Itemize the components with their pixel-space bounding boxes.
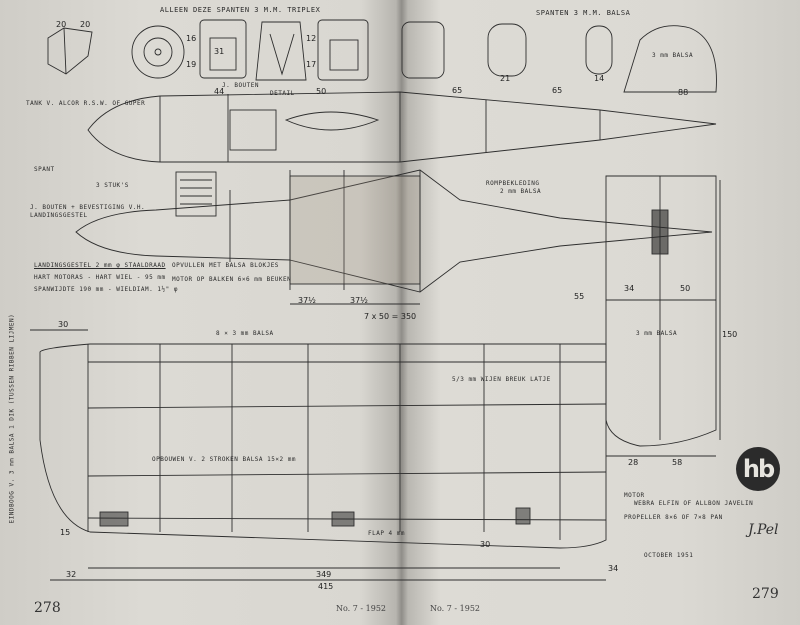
- dim-30: 30: [58, 320, 69, 329]
- dim-14: 14: [594, 74, 605, 83]
- dim-12: 12: [306, 34, 317, 43]
- dim-20b: 20: [80, 20, 91, 29]
- dim-17: 17: [306, 60, 317, 69]
- former-round: [131, 25, 185, 79]
- dim-88: 88: [678, 88, 689, 97]
- hb-logo: hb: [736, 447, 780, 491]
- label-flap: FLAP 4 mm: [368, 530, 406, 537]
- label-pieces: 3 STUK'S: [96, 182, 129, 189]
- footer-right: No. 7 - 1952: [430, 604, 480, 613]
- former-3: [317, 19, 369, 81]
- label-motor-name: WEBRA ELFIN OF ALLBON JAVELIN: [634, 500, 754, 507]
- label-spar: 8 × 3 mm BALSA: [216, 330, 274, 337]
- label-fuselage-cover-b: 2 mm BALSA: [500, 188, 542, 195]
- dim-37b: 37½: [350, 296, 368, 305]
- label-date: OCTOBER 1951: [644, 552, 694, 559]
- label-tank: TANK V. ALCOR R.S.W. OF GUPER: [26, 100, 146, 107]
- former-1: [199, 19, 247, 79]
- footer-left: No. 7 - 1952: [336, 604, 386, 613]
- label-propeller: PROPELLER 8×6 OF 7×8 PAN: [624, 514, 723, 521]
- dim-16: 16: [186, 34, 197, 43]
- dim-20a: 20: [56, 20, 67, 29]
- wing: [39, 343, 607, 549]
- label-detail: DETAIL: [270, 90, 295, 97]
- dim-150: 150: [722, 330, 738, 339]
- former-5: [487, 23, 527, 77]
- dim-32: 32: [66, 570, 77, 579]
- label-bolts: J. BOUTEN: [222, 82, 260, 89]
- dim-58: 58: [672, 458, 683, 467]
- former-6: [585, 25, 613, 75]
- dim-28: 28: [628, 458, 639, 467]
- fuselage-side: [87, 91, 717, 163]
- engine: [175, 171, 217, 217]
- title-plywood-formers: ALLEEN DEZE SPANTEN 3 M.M. TRIPLEX: [160, 6, 321, 14]
- dim-30b: 30: [480, 540, 491, 549]
- label-tail-balsa: 3 mm BALSA: [636, 330, 678, 337]
- dim-21: 21: [500, 74, 511, 83]
- label-hard-wire: HART MOTORAS - HART WIEL - 95 mm: [34, 274, 166, 281]
- label-motor: MOTOR: [624, 492, 645, 499]
- dim-19: 19: [186, 60, 197, 69]
- label-strip: OPBOUWEN V. 2 STROKEN BALSA 15×2 mm: [152, 456, 296, 463]
- label-fuselage-cover: ROMPBEKLEDING: [486, 180, 540, 187]
- label-fin-balsa: 3 mm BALSA: [652, 52, 694, 59]
- label-span-wheel: SPANWIJDTE 190 mm - WIELDIAM. 1½" φ: [34, 286, 178, 293]
- page-number-left: 278: [34, 600, 61, 616]
- dim-34b: 34: [608, 564, 619, 573]
- label-rib-note: 5/3 mm WIJEN BREUK LATJE: [452, 376, 551, 383]
- label-balsa-block: OPVULLEN MET BALSA BLOKJES: [172, 262, 279, 269]
- label-landing-gear: LANDINGSGESTEL 2 mm φ STAALDRAAD: [34, 262, 166, 269]
- dim-31: 31: [214, 47, 225, 56]
- dim-37a: 37½: [298, 296, 316, 305]
- dim-50b: 50: [680, 284, 691, 293]
- tailplane: [605, 175, 717, 447]
- dim-55: 55: [574, 292, 585, 301]
- dim-349: 349: [316, 570, 332, 579]
- title-balsa-formers: SPANTEN 3 M.M. BALSA: [536, 9, 631, 17]
- tank-sketch: [47, 27, 93, 75]
- label-landing-gear-fix: LANDINGSGESTEL: [30, 212, 88, 219]
- dim-50: 50: [316, 87, 327, 96]
- label-motor-bolts: MOTOR OP BALKEN 6×6 mm BEUKEN: [172, 276, 292, 283]
- dim-65a: 65: [452, 86, 463, 95]
- former-2: [255, 21, 307, 81]
- former-4: [401, 21, 445, 79]
- dim-65b: 65: [552, 86, 563, 95]
- dim-7x50: 7 x 50 = 350: [364, 312, 417, 321]
- dim-415: 415: [318, 582, 334, 591]
- fin: [623, 25, 717, 93]
- label-spant: SPANT: [34, 166, 55, 173]
- label-bolts-mount: J. BOUTEN + BEVESTIGING V.H.: [30, 204, 146, 211]
- label-left-vertical: EINDBOOG V. 3 mm BALSA 1 DIK (TUSSEN RIB…: [8, 313, 16, 524]
- dim-15: 15: [60, 528, 71, 537]
- page-number-right: 279: [752, 586, 779, 602]
- signature: J.Pel: [748, 522, 779, 538]
- dim-34: 34: [624, 284, 635, 293]
- dim-44: 44: [214, 87, 225, 96]
